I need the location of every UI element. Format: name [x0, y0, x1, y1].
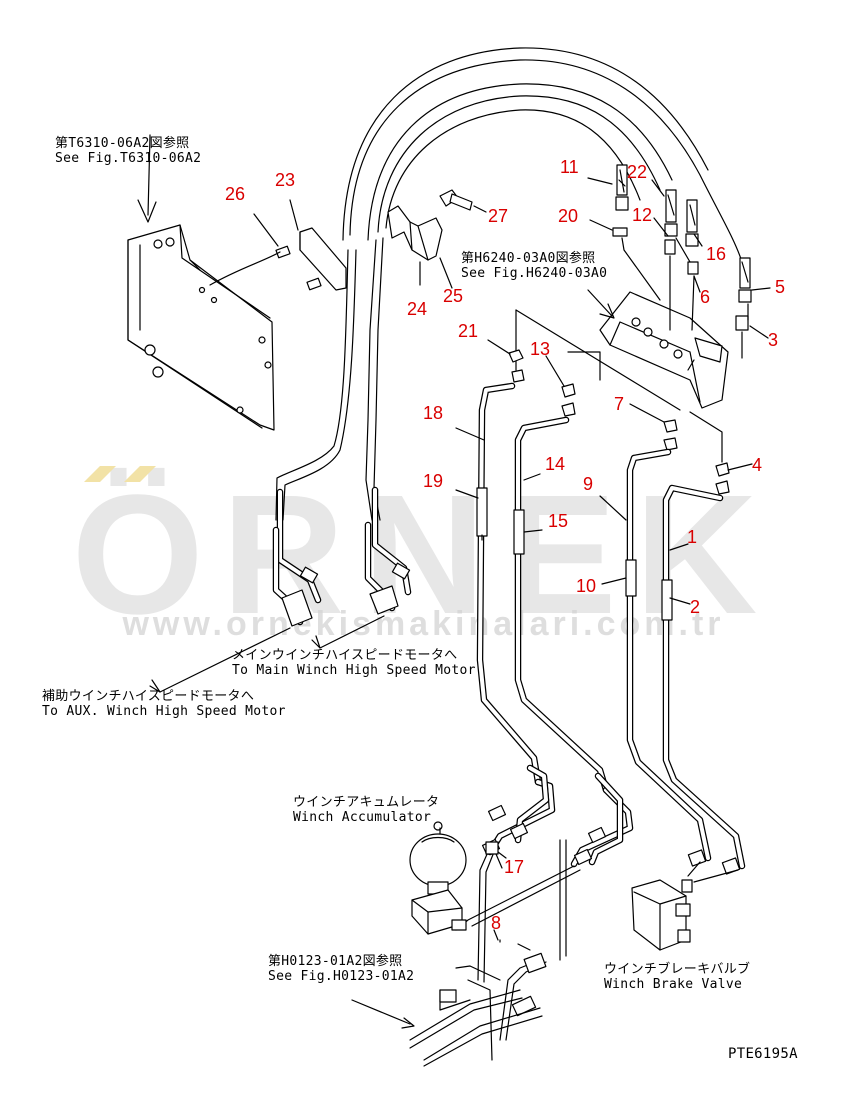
destination-aux-motor: 補助ウインチハイスピードモータへ To AUX. Winch High Spee…: [42, 689, 286, 719]
motor-hose-lines: [149, 486, 412, 693]
collar-26: [209, 213, 322, 291]
bracket-23: [289, 199, 347, 291]
reference-fig-t6310: 第T6310-06A2図参照 See Fig.T6310-06A2: [55, 136, 202, 166]
label-winch-accumulator: ウインチアキュムレータ Winch Accumulator: [293, 795, 440, 825]
reference-fig-h6240: 第H6240-03A0図参照 See Fig.H6240-03A0: [461, 251, 608, 281]
winch-brake-valve: [631, 861, 739, 951]
part-number-13: 13: [530, 339, 551, 359]
part-number-1: 1: [687, 527, 698, 547]
right-mounting-bracket: [587, 289, 729, 409]
label-winch-brake-valve: ウインチブレーキバルブ Winch Brake Valve: [604, 962, 751, 992]
part-number-8: 8: [491, 913, 502, 933]
part-number-15: 15: [548, 511, 569, 531]
part-number-22: 22: [627, 162, 648, 182]
part-number-25: 25: [443, 286, 464, 306]
reference-leaders: [515, 309, 723, 463]
part-number-16: 16: [706, 244, 727, 264]
destination-main-motor: メインウインチハイスピードモータへ To Main Winch High Spe…: [232, 648, 476, 678]
part-number-27: 27: [488, 206, 509, 226]
hose-loops: [275, 47, 743, 521]
part-number-6: 6: [700, 287, 711, 307]
lower-pipe-bundle: [351, 764, 634, 1067]
upper-fittings: [612, 164, 752, 359]
part-number-4: 4: [752, 455, 763, 475]
main-hose-lines: [476, 382, 746, 870]
part-number-9: 9: [583, 474, 594, 494]
part-number-14: 14: [545, 454, 566, 474]
part-number-12: 12: [632, 205, 653, 225]
part-number-23: 23: [275, 170, 296, 190]
reference-fig-h0123: 第H0123-01A2図参照 See Fig.H0123-01A2: [268, 954, 415, 984]
part-number-18: 18: [423, 403, 444, 423]
watermark-umlaut-marks: [84, 466, 156, 482]
part-number-10: 10: [576, 576, 597, 596]
part-number-11: 11: [560, 157, 579, 177]
part-number-21: 21: [458, 321, 479, 341]
nuts: [508, 349, 730, 495]
part-number-19: 19: [423, 471, 444, 491]
watermark-url: www.ornekismakinalari.com.tr: [122, 605, 725, 643]
bolt-27: [439, 189, 487, 213]
fitting-17: [485, 841, 507, 859]
clamp-24-25: [387, 205, 453, 289]
part-number-5: 5: [775, 277, 786, 297]
drawing-code: PTE6195A: [728, 1046, 798, 1062]
leader-lines: [455, 177, 771, 941]
part-number-17: 17: [504, 857, 525, 877]
winch-accumulator: [409, 821, 467, 935]
left-mounting-plate: [127, 134, 275, 431]
part-number-26: 26: [225, 184, 246, 204]
part-number-2: 2: [690, 597, 701, 617]
part-number-7: 7: [614, 394, 625, 414]
watermark-logo: ÖRNEK: [71, 460, 776, 650]
part-number-20: 20: [558, 206, 579, 226]
part-number-3: 3: [768, 330, 779, 350]
part-number-24: 24: [407, 299, 428, 319]
